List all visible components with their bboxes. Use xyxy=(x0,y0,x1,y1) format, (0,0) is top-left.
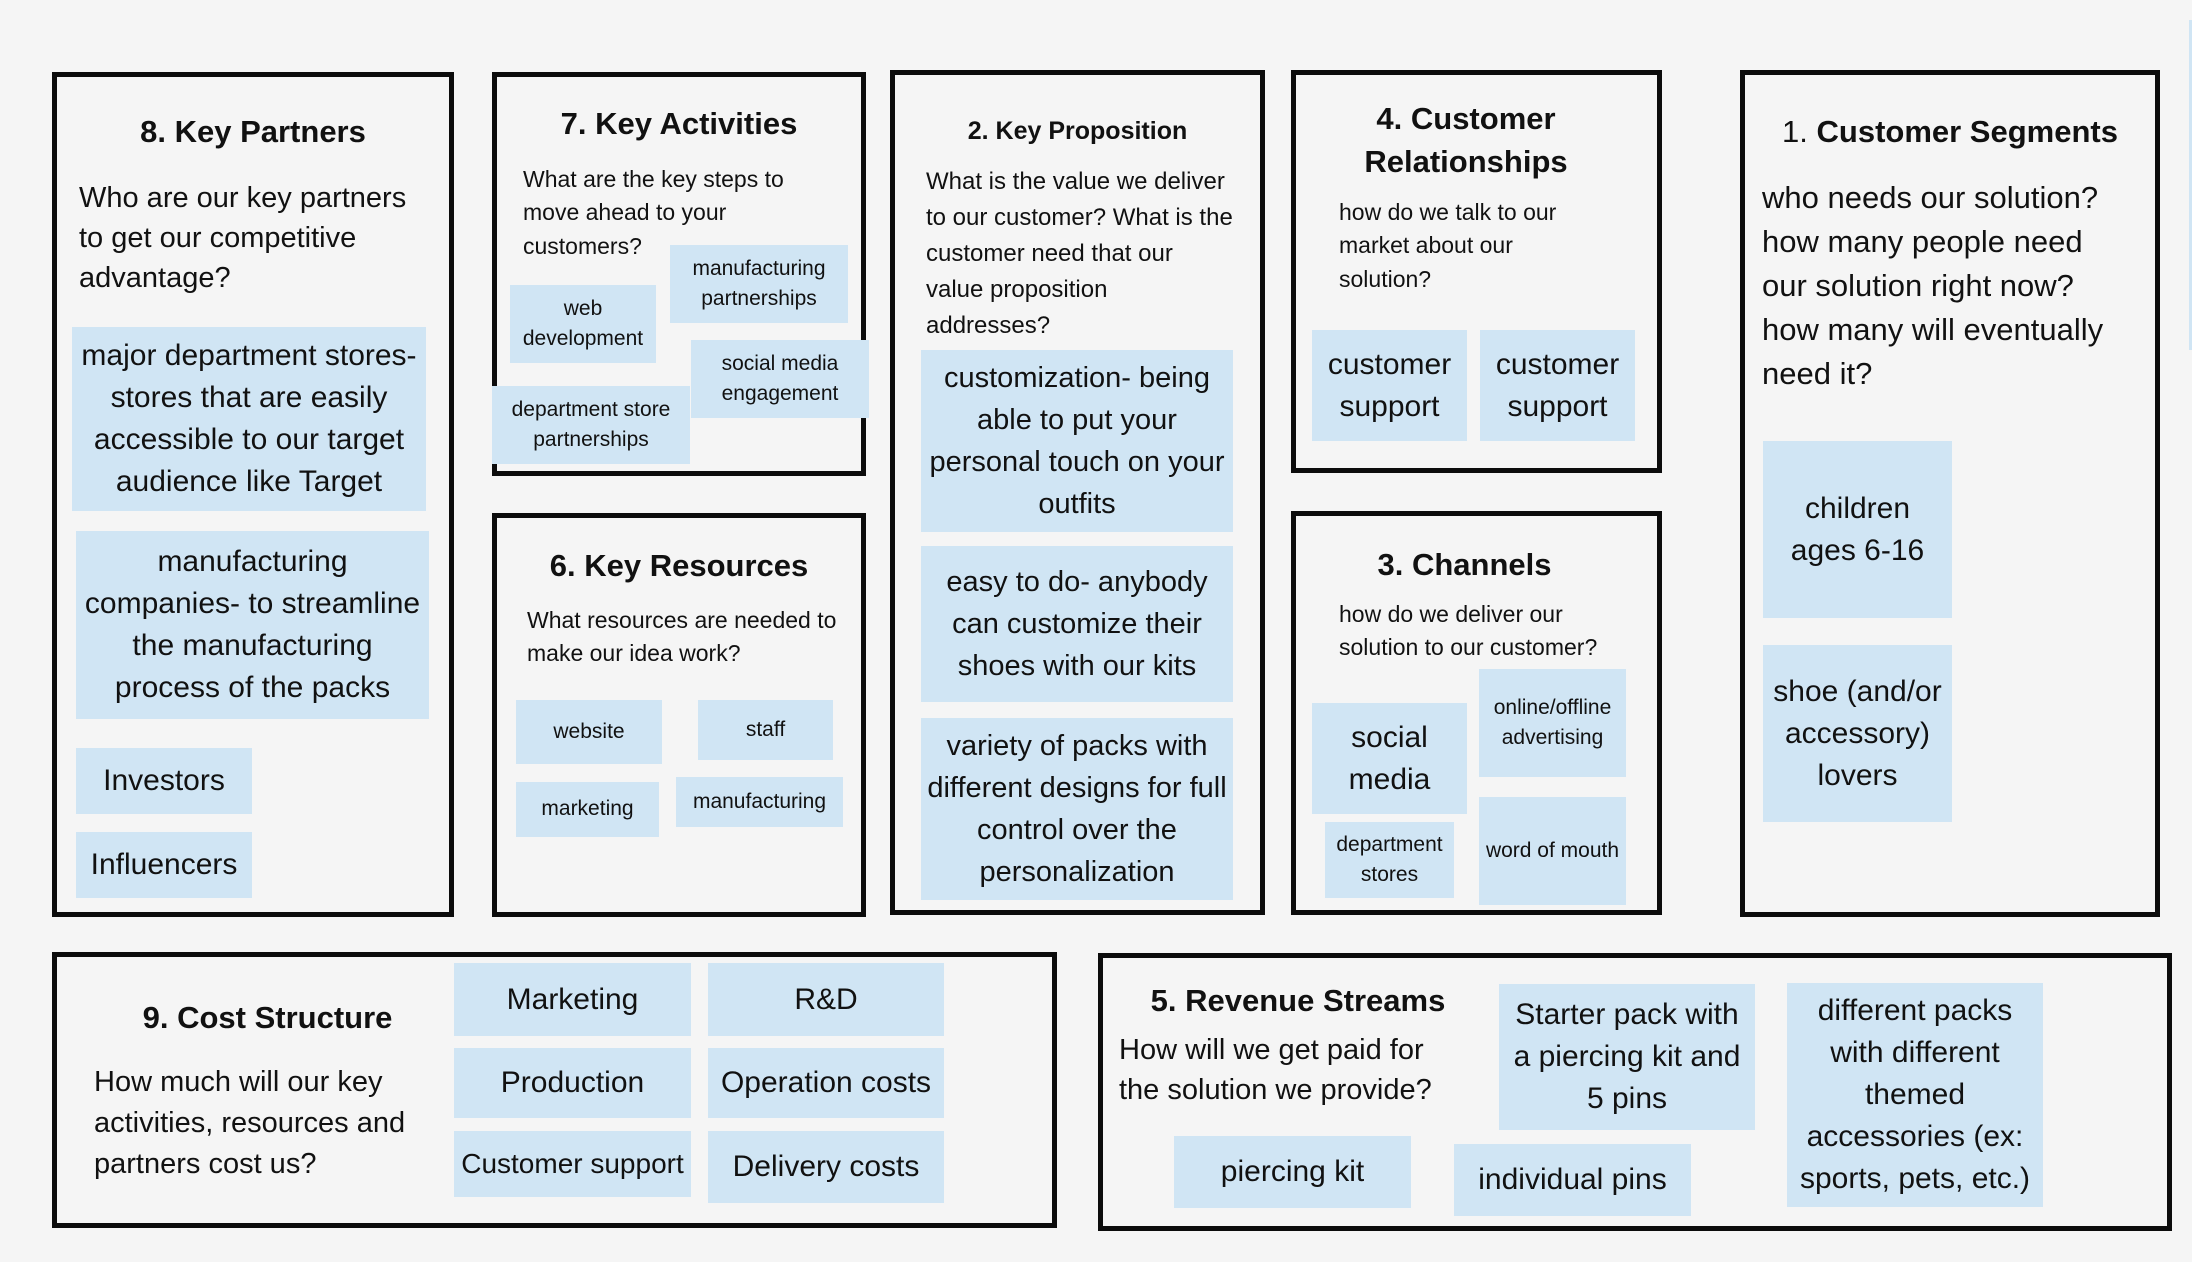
key-proposition-title: 2. Key Proposition xyxy=(967,117,1188,145)
sticky-note[interactable]: Customer support xyxy=(454,1131,691,1197)
sticky-note[interactable]: marketing xyxy=(516,782,659,837)
cost-structure-title: 9. Cost Structure xyxy=(142,1000,393,1035)
sticky-note[interactable]: staff xyxy=(698,700,833,760)
channels-question: how do we deliver our solution to our cu… xyxy=(1339,601,1598,661)
customer-segments-title-text: Customer Segments xyxy=(1816,114,2118,149)
key-resources-panel xyxy=(492,513,866,917)
sticky-note[interactable]: individual pins xyxy=(1454,1144,1691,1216)
channels-title: 3. Channels xyxy=(1377,547,1552,582)
key-partners-question: Who are our key partners to get our comp… xyxy=(79,182,407,295)
key-proposition-panel xyxy=(890,70,1265,915)
sticky-note[interactable]: Investors xyxy=(76,748,252,814)
key-activities-title: 7. Key Activities xyxy=(560,106,798,141)
customer-relationships-question: how do we talk to our market about our s… xyxy=(1339,199,1557,292)
revenue-streams-title: 5. Revenue Streams xyxy=(1150,983,1446,1018)
key-proposition-question: What is the value we deliver to our cust… xyxy=(926,168,1233,339)
cost-structure-panel xyxy=(52,952,1057,1228)
sticky-note[interactable]: shoe (and/or accessory) lovers xyxy=(1763,645,1952,822)
neighbor-note-edge xyxy=(2189,20,2192,350)
customer-segments-panel xyxy=(1740,70,2160,917)
sticky-note[interactable]: word of mouth xyxy=(1479,797,1626,905)
sticky-note[interactable]: R&D xyxy=(708,963,944,1036)
customer-segments-title: 1. Customer Segments xyxy=(1740,112,2160,152)
customer-segments-number: 1. xyxy=(1782,114,1808,149)
sticky-note[interactable]: Marketing xyxy=(454,963,691,1036)
sticky-note[interactable]: website xyxy=(516,700,662,764)
customer-relationships-title: 4. Customer Relationships xyxy=(1364,101,1568,179)
sticky-note[interactable]: Delivery costs xyxy=(708,1131,944,1203)
sticky-note[interactable]: variety of packs with different designs … xyxy=(921,718,1233,900)
sticky-note[interactable]: department store partnerships xyxy=(492,386,690,464)
sticky-note[interactable]: Influencers xyxy=(76,832,252,898)
key-activities-question: What are the key steps to move ahead to … xyxy=(523,166,784,259)
customer-relationships-panel xyxy=(1291,70,1662,473)
key-partners-title: 8. Key Partners xyxy=(140,114,366,149)
key-partners-panel xyxy=(52,72,454,917)
revenue-streams-question: How will we get paid for the solution we… xyxy=(1119,1034,1432,1107)
sticky-note[interactable]: children ages 6-16 xyxy=(1763,441,1952,618)
key-resources-question: What resources are needed to make our id… xyxy=(527,607,837,667)
cost-structure-question: How much will our key activities, resour… xyxy=(94,1066,406,1181)
customer-segments-question: who needs our solution? how many people … xyxy=(1762,180,2104,392)
sticky-note[interactable]: major department stores- stores that are… xyxy=(72,327,426,511)
sticky-note[interactable]: different packs with different themed ac… xyxy=(1787,983,2043,1207)
sticky-note[interactable]: Starter pack with a piercing kit and 5 p… xyxy=(1499,984,1755,1130)
sticky-note[interactable]: manufacturing companies- to streamline t… xyxy=(76,531,429,719)
sticky-note[interactable]: customer support xyxy=(1312,330,1467,441)
sticky-note[interactable]: easy to do- anybody can customize their … xyxy=(921,546,1233,702)
sticky-note[interactable]: manufacturing partnerships xyxy=(670,245,848,323)
sticky-note[interactable]: web development xyxy=(510,285,656,363)
revenue-streams-panel xyxy=(1098,953,2172,1231)
channels-panel xyxy=(1291,511,1662,915)
sticky-note[interactable]: customization- being able to put your pe… xyxy=(921,350,1233,532)
sticky-note[interactable]: Production xyxy=(454,1048,691,1118)
sticky-note[interactable]: social media engagement xyxy=(691,340,869,418)
key-activities-panel xyxy=(492,72,866,476)
key-resources-title: 6. Key Resources xyxy=(549,548,809,583)
sticky-note[interactable]: social media xyxy=(1312,703,1467,814)
sticky-note[interactable]: piercing kit xyxy=(1174,1136,1411,1208)
sticky-note[interactable]: Operation costs xyxy=(708,1048,944,1118)
sticky-note[interactable]: customer support xyxy=(1480,330,1635,441)
sticky-note[interactable]: manufacturing xyxy=(676,777,843,827)
sticky-note[interactable]: department stores xyxy=(1325,822,1454,898)
sticky-note[interactable]: online/offline advertising xyxy=(1479,669,1626,777)
